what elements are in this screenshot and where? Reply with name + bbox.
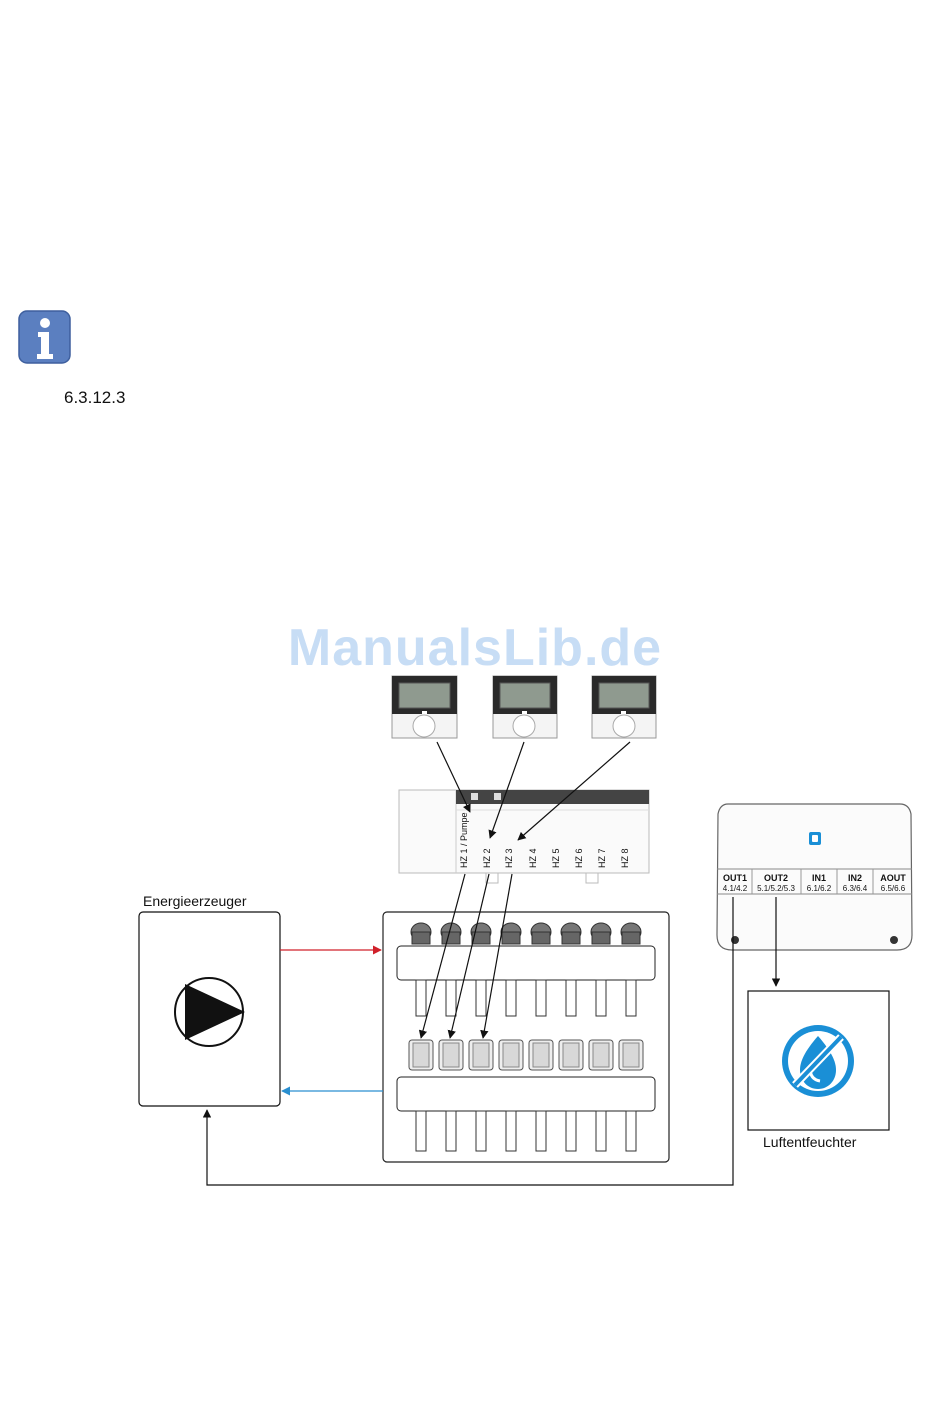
io-port-terminals: 6.3/6.4 <box>843 884 868 893</box>
io-port-name: OUT1 <box>723 873 747 883</box>
io-port-terminals: 6.5/6.6 <box>881 884 906 893</box>
zone-label: HZ 6 <box>574 848 584 868</box>
thermostat-2 <box>493 676 557 738</box>
thermostat-1 <box>392 676 457 738</box>
zone-label: HZ 8 <box>620 848 630 868</box>
zone-label: HZ 2 <box>482 848 492 868</box>
io-port-name: IN1 <box>812 873 826 883</box>
thermostat-3 <box>592 676 656 738</box>
no-humidity-icon <box>782 1025 854 1097</box>
zone-label: HZ 5 <box>551 848 561 868</box>
io-port-name: AOUT <box>880 873 906 883</box>
zone-label: HZ 1 / Pumpe <box>459 812 469 868</box>
zone-label: HZ 7 <box>597 848 607 868</box>
floor-heating-controller <box>399 790 649 883</box>
io-port-terminals: 6.1/6.2 <box>807 884 832 893</box>
dehumidifier-label: Luftentfeuchter <box>763 1134 857 1150</box>
zone-label: HZ 4 <box>528 848 538 868</box>
pump-icon <box>175 978 245 1046</box>
heating-manifold <box>383 912 669 1162</box>
energy-generator-label: Energieerzeuger <box>143 893 247 909</box>
io-port-terminals: 5.1/5.2/5.3 <box>757 884 795 893</box>
io-port-name: IN2 <box>848 873 862 883</box>
io-port-name: OUT2 <box>764 873 788 883</box>
io-port-terminals: 4.1/4.2 <box>723 884 748 893</box>
zone-label: HZ 3 <box>504 848 514 868</box>
